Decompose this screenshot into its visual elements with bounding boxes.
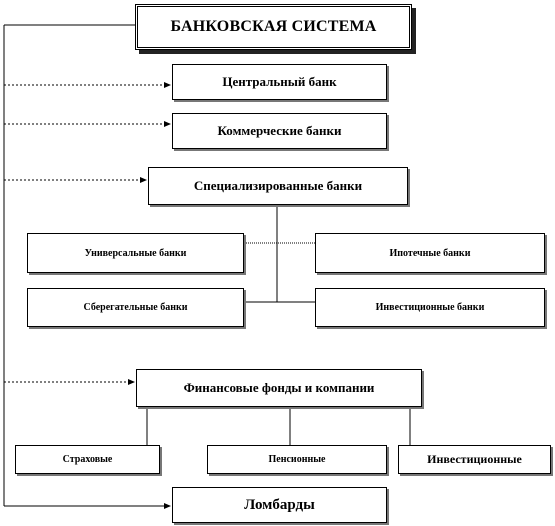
title-banking-system: БАНКОВСКАЯ СИСТЕМА xyxy=(135,4,412,50)
box-specialized-banks: Специализированные банки xyxy=(148,167,408,205)
box-investment: Инвестиционные xyxy=(398,445,551,474)
box-universal-banks: Универсальные банки xyxy=(27,233,244,273)
box-savings-banks: Сберегательные банки xyxy=(27,288,244,327)
box-pension: Пенсионные xyxy=(207,445,387,474)
box-commercial-banks: Коммерческие банки xyxy=(172,113,387,149)
box-pawnshops: Ломбарды xyxy=(172,487,387,523)
box-investment-banks: Инвестиционные банки xyxy=(315,288,545,327)
box-mortgage-banks: Ипотечные банки xyxy=(315,233,545,273)
box-financial-funds: Финансовые фонды и компании xyxy=(136,369,422,407)
box-central-bank: Центральный банк xyxy=(172,64,387,100)
box-insurance: Страховые xyxy=(15,445,160,474)
